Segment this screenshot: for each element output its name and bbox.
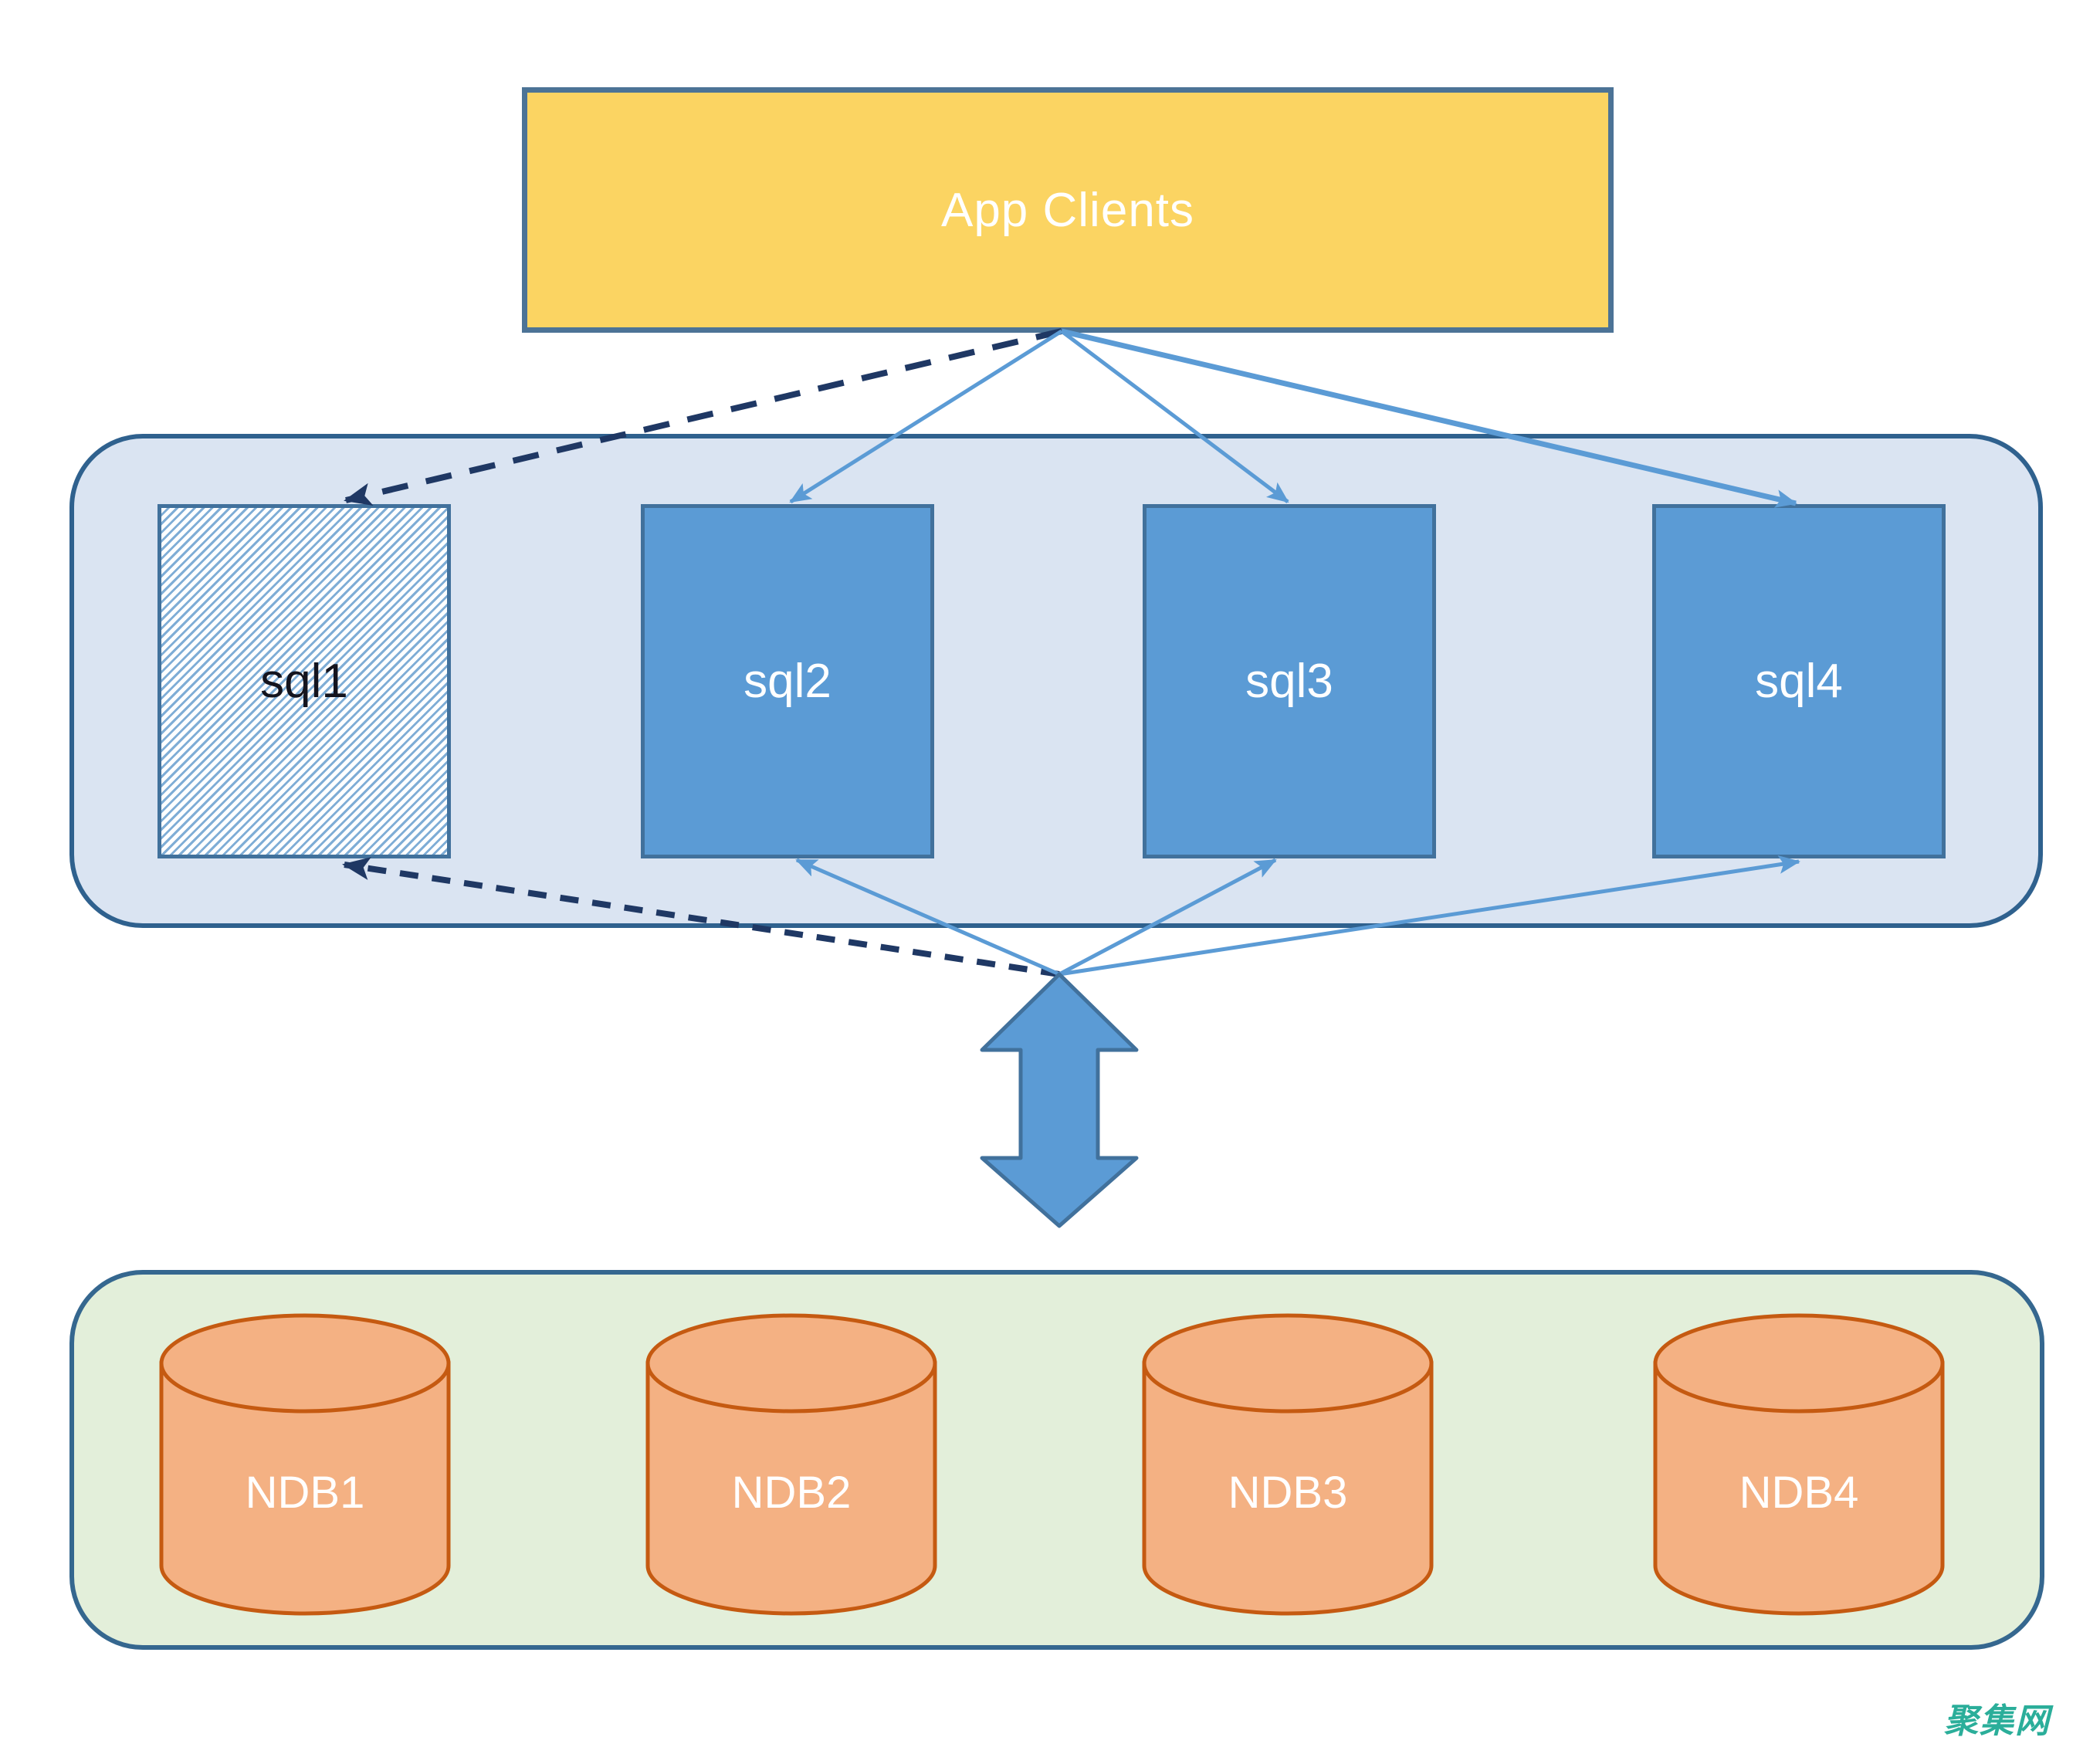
ndb-node-ndb4: NDB4 [1653,1311,1945,1620]
ndb2-label: NDB2 [731,1467,852,1518]
ndb3-label: NDB3 [1228,1467,1348,1518]
sql3-label: sql3 [1245,655,1333,708]
ndb4-label: NDB4 [1739,1467,1859,1518]
watermark: 聚集网 [1944,1702,2051,1737]
double-arrow [980,972,1139,1228]
database-cylinder-icon [645,1313,937,1616]
database-cylinder-icon [1142,1313,1434,1616]
database-cylinder-icon [1653,1313,1945,1616]
sql-node-sql2: sql2 [641,504,934,858]
ndb-node-ndb1: NDB1 [159,1311,451,1620]
ndb1-label: NDB1 [245,1467,365,1518]
sql2-label: sql2 [743,655,832,708]
ndb-node-ndb2: NDB2 [645,1311,937,1620]
ndb-node-ndb3: NDB3 [1142,1311,1434,1620]
sql-node-sql4: sql4 [1652,504,1946,858]
sql4-label: sql4 [1755,655,1843,708]
app-clients-box: App Clients [522,87,1614,333]
database-cylinder-icon [159,1313,451,1616]
sql1-label: sql1 [260,655,348,708]
app-clients-label: App Clients [940,183,1195,237]
sql-node-sql3: sql3 [1143,504,1436,858]
sql-node-sql1: sql1 [158,504,451,858]
